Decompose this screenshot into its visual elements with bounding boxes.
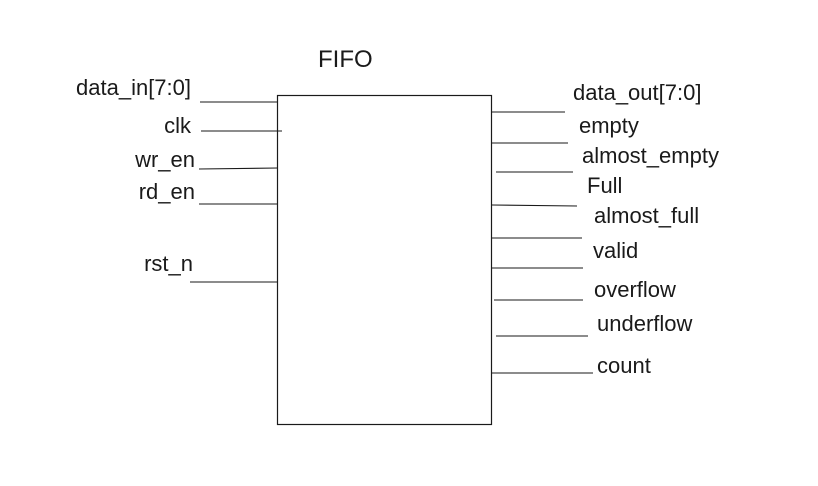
input-label-rd-en: rd_en <box>138 179 195 204</box>
output-label-full: Full <box>587 173 623 198</box>
output-label-almost-full: almost_full <box>594 203 700 228</box>
input-label-clk: clk <box>164 113 191 138</box>
output-label-empty: empty <box>579 113 639 138</box>
fifo-title: FIFO <box>318 46 373 73</box>
output-label-underflow: underflow <box>597 311 693 336</box>
fifo-block <box>276 94 493 426</box>
output-label-valid: valid <box>593 238 639 263</box>
input-label-data-in: data_in[7:0] <box>76 75 191 100</box>
output-wire-full <box>491 204 578 207</box>
output-label-data-out: data_out[7:0] <box>573 80 702 105</box>
input-label-wr-en: wr_en <box>135 147 195 172</box>
output-label-count: count <box>597 353 651 378</box>
input-wire-wr-en <box>198 167 279 170</box>
output-label-almost-empty: almost_empty <box>582 143 719 168</box>
output-label-overflow: overflow <box>594 277 676 302</box>
input-label-rst-n: rst_n <box>144 251 193 276</box>
